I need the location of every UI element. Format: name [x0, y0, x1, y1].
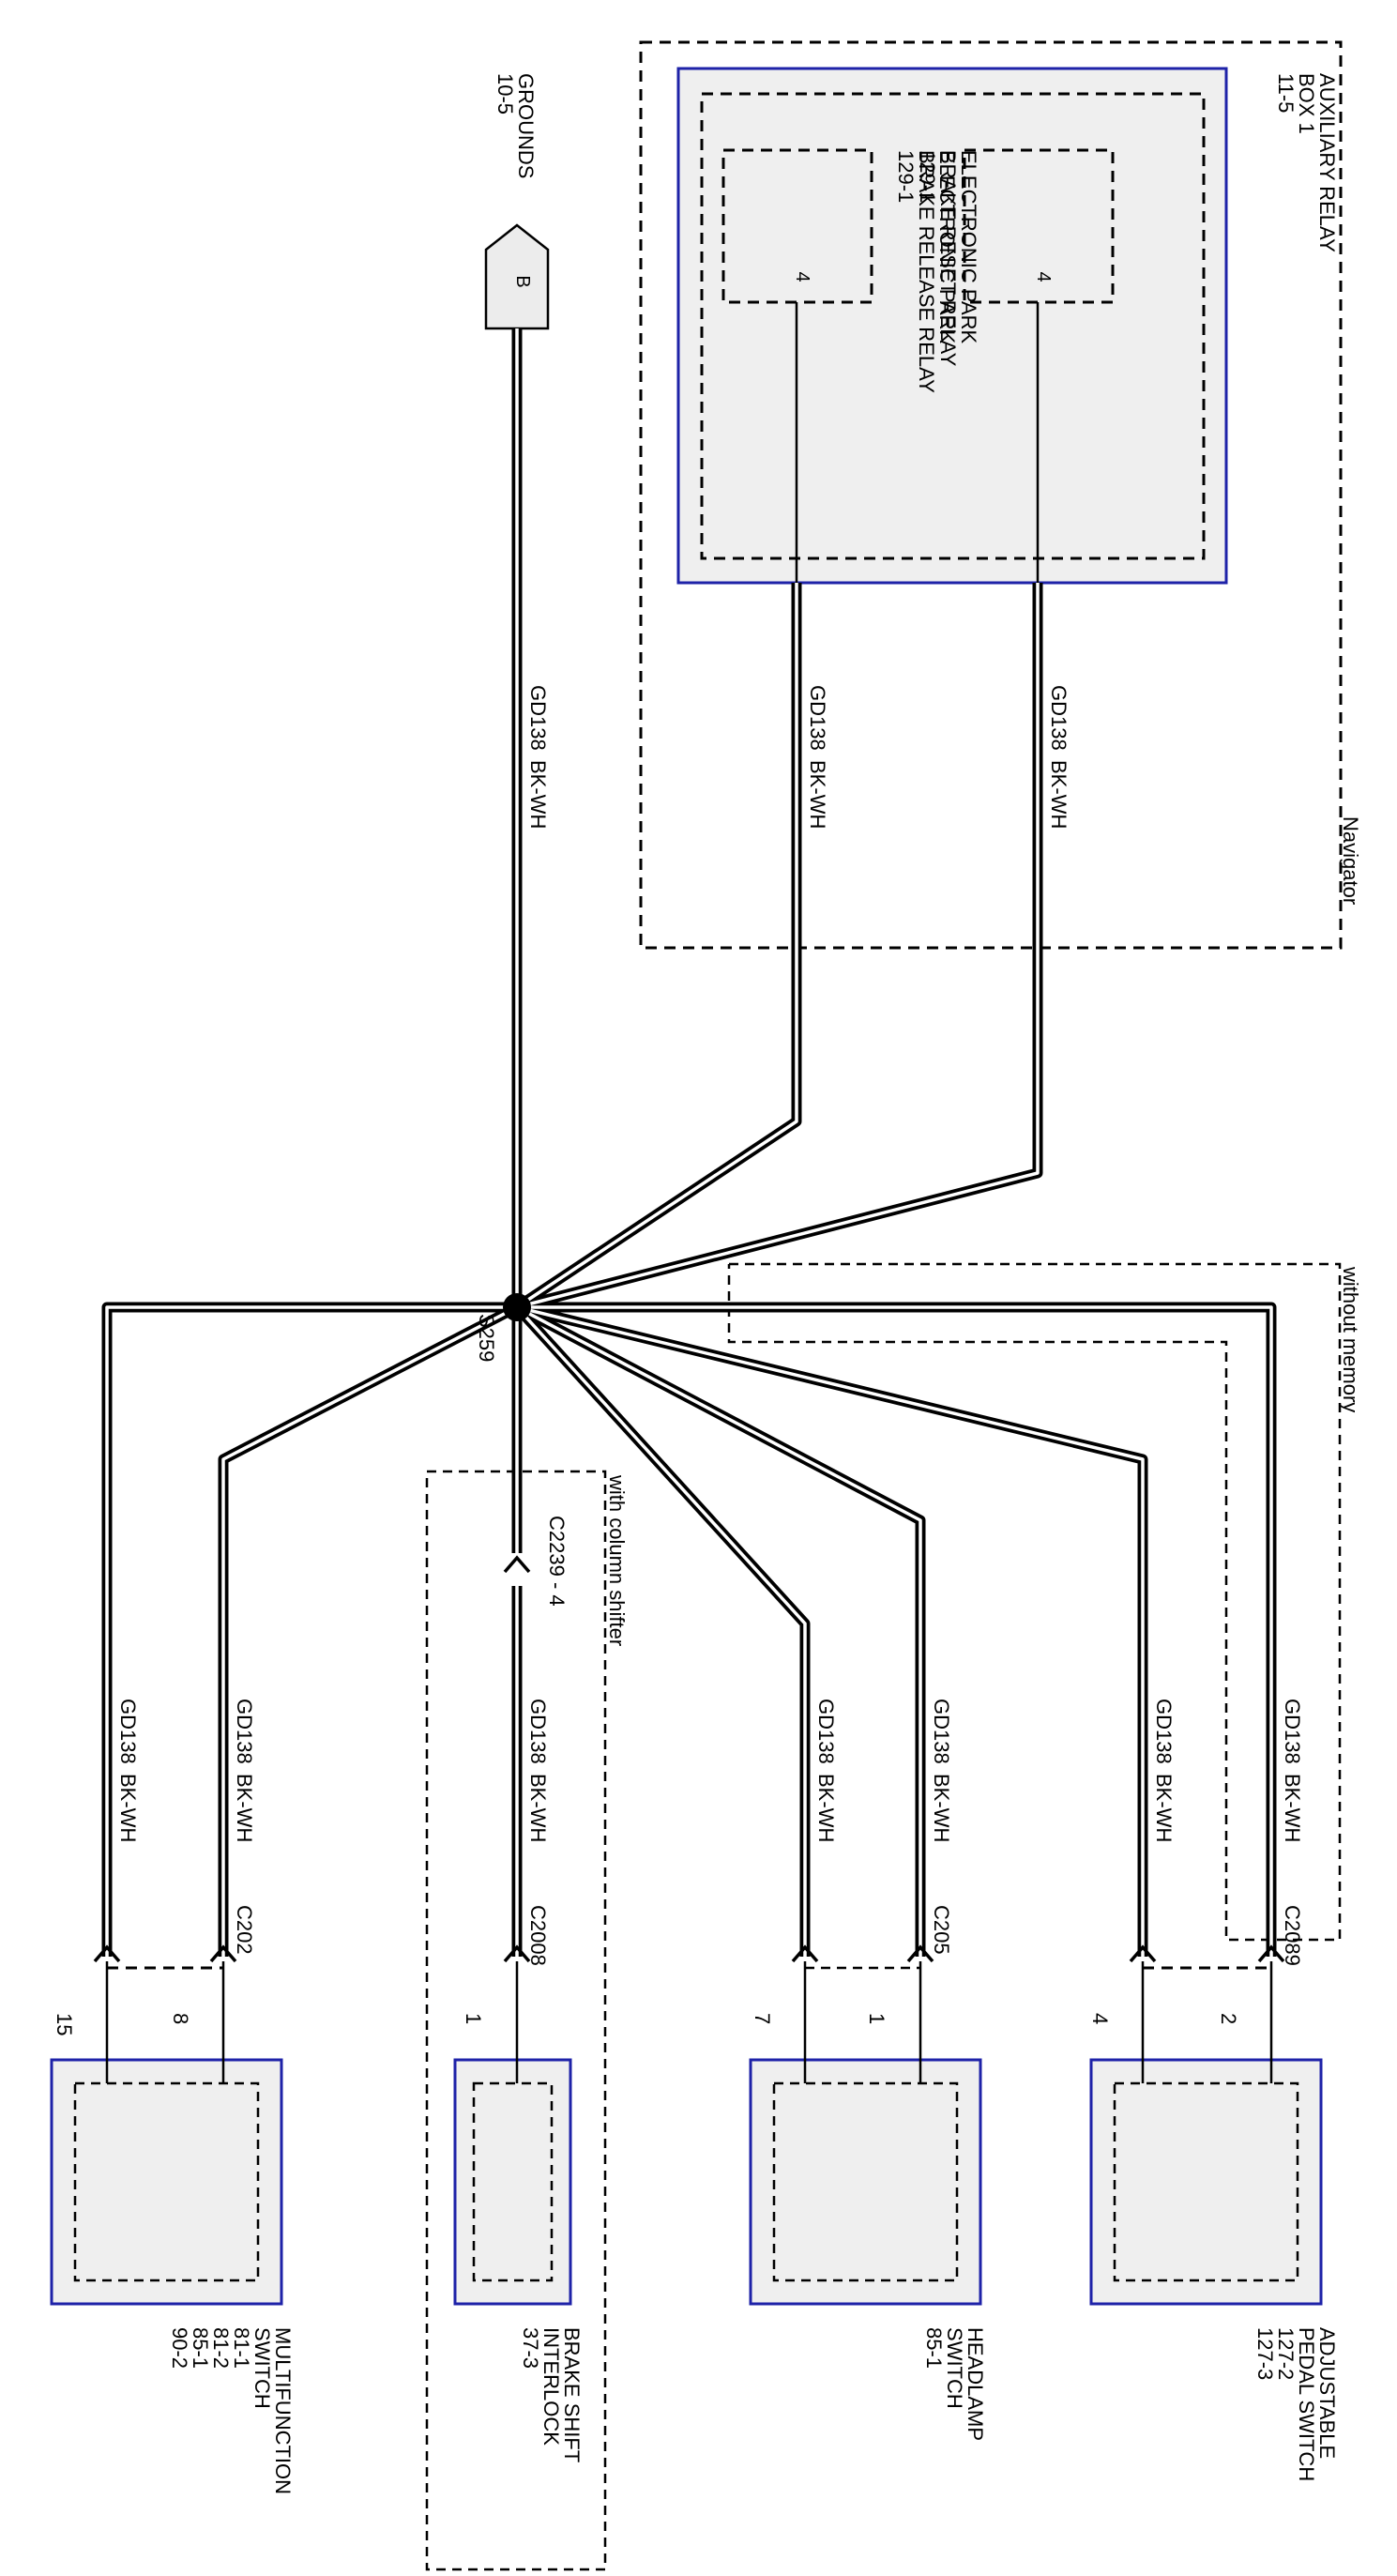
- connector-c205-label: C205: [930, 1905, 953, 1955]
- reset-relay-label: ELECTRONIC PARK BRAKE RESET RELAY 129-1: [916, 150, 980, 367]
- navigator-region: [639, 40, 1343, 950]
- svg-text:129-1: 129-1: [916, 150, 939, 203]
- svg-text:BK-WH: BK-WH: [1281, 1774, 1304, 1842]
- svg-text:BOX 1: BOX 1: [1295, 73, 1318, 134]
- svg-text:10-5: 10-5: [494, 73, 517, 114]
- svg-text:127-3: 127-3: [1253, 2327, 1277, 2380]
- splice-s259[interactable]: [503, 1293, 531, 1321]
- grounds-label: GROUNDS 10-5: [494, 73, 538, 178]
- svg-text:GD138: GD138: [526, 1699, 550, 1764]
- ground-terminal-letter: B: [512, 275, 533, 287]
- svg-text:AUXILIARY RELAY: AUXILIARY RELAY: [1315, 73, 1339, 252]
- svg-text:MULTIFUNCTION: MULTIFUNCTION: [271, 2327, 295, 2494]
- svg-text:37-3: 37-3: [519, 2327, 542, 2369]
- connector-c202-label: C202: [233, 1905, 256, 1955]
- svg-text:81-1: 81-1: [230, 2327, 253, 2369]
- svg-text:129-1: 129-1: [894, 150, 918, 203]
- svg-text:ADJUSTABLE: ADJUSTABLE: [1315, 2327, 1339, 2459]
- svg-text:SWITCH: SWITCH: [943, 2327, 966, 2409]
- svg-text:BK-WH: BK-WH: [116, 1774, 140, 1842]
- svg-text:85-1: 85-1: [922, 2327, 946, 2369]
- multifunction-switch[interactable]: [50, 2058, 283, 2306]
- svg-text:PEDAL SWITCH: PEDAL SWITCH: [1295, 2327, 1318, 2481]
- multifunction-switch-inner: [73, 2081, 260, 2282]
- svg-text:INTERLOCK: INTERLOCK: [539, 2327, 563, 2446]
- svg-text:GROUNDS: GROUNDS: [514, 73, 538, 178]
- svg-text:90-2: 90-2: [168, 2327, 191, 2369]
- svg-text:HEADLAMP: HEADLAMP: [964, 2327, 987, 2441]
- without-memory-region: [727, 1262, 1342, 1942]
- without-memory-label: without memory: [1339, 1266, 1362, 1412]
- c2089-pin-a: 2: [1217, 2013, 1240, 2024]
- inline-connector-label: C2239 - 4: [545, 1516, 569, 1607]
- svg-text:GD138: GD138: [1047, 685, 1071, 751]
- c205-pin-b: 7: [751, 2013, 774, 2024]
- brake-shift-interlock-inner: [472, 2081, 554, 2282]
- auxiliary-relay-box[interactable]: [676, 67, 1228, 585]
- relay-box-inner-boundary: [700, 92, 1206, 560]
- svg-text:11-5: 11-5: [1274, 73, 1298, 113]
- svg-text:BK-WH: BK-WH: [1152, 1774, 1176, 1842]
- svg-text:GD138: GD138: [526, 685, 550, 751]
- svg-text:BRAKE SHIFT: BRAKE SHIFT: [560, 2327, 584, 2462]
- adjustable-pedal-switch-inner: [1113, 2081, 1299, 2282]
- svg-text:BK-WH: BK-WH: [526, 1774, 550, 1842]
- brake-shift-interlock-label: BRAKE SHIFT INTERLOCK 37-3: [519, 2327, 584, 2462]
- svg-text:BK-WH: BK-WH: [814, 1774, 838, 1842]
- navigator-condition-label: Navigator: [1339, 816, 1362, 905]
- svg-text:SWITCH: SWITCH: [251, 2327, 274, 2409]
- headlamp-switch[interactable]: [749, 2058, 982, 2306]
- svg-text:BK-WH: BK-WH: [930, 1774, 953, 1842]
- brake-shift-interlock[interactable]: [453, 2058, 572, 2306]
- c2008-pin-a: 1: [462, 2013, 485, 2024]
- column-shifter-label: with column shifter: [605, 1474, 629, 1646]
- svg-text:GD138: GD138: [814, 1699, 838, 1764]
- connector-c2089-label: C2089: [1281, 1905, 1304, 1966]
- connector-c2008-label: C2008: [526, 1905, 550, 1966]
- reset-relay-pin: 4: [1033, 271, 1054, 282]
- svg-text:85-1: 85-1: [189, 2327, 212, 2369]
- adjustable-pedal-switch-label: ADJUSTABLE PEDAL SWITCH 127-2 127-3: [1253, 2327, 1339, 2481]
- inline-connector-c2239[interactable]: [503, 1555, 531, 1574]
- multifunction-switch-label: MULTIFUNCTION SWITCH 81-1 81-2 85-1 90-2: [168, 2327, 295, 2494]
- svg-text:GD138: GD138: [1281, 1699, 1304, 1764]
- c2089-pin-b: 4: [1088, 2013, 1112, 2024]
- adjustable-pedal-switch[interactable]: [1089, 2058, 1323, 2306]
- svg-text:BK-WH: BK-WH: [526, 760, 550, 829]
- wire-harness: [101, 328, 1277, 1957]
- release-relay-pin: 4: [792, 271, 812, 282]
- svg-text:BRAKE RESET RELAY: BRAKE RESET RELAY: [936, 150, 960, 367]
- svg-text:BK-WH: BK-WH: [1047, 760, 1071, 829]
- release-relay-label: ELECTRONIC PARK BRAKE RELEASE RELAY 129-…: [894, 150, 959, 393]
- c202-pin-a: 8: [169, 2013, 192, 2024]
- svg-text:BK-WH: BK-WH: [806, 760, 829, 829]
- svg-text:GD138: GD138: [116, 1699, 140, 1764]
- svg-text:ELECTRONIC PARK: ELECTRONIC PARK: [935, 150, 959, 344]
- svg-text:BRAKE RELEASE RELAY: BRAKE RELEASE RELAY: [915, 150, 938, 393]
- splice-label: S259: [475, 1314, 498, 1362]
- svg-text:GD138: GD138: [806, 685, 829, 751]
- svg-text:GD138: GD138: [1152, 1699, 1176, 1764]
- auxiliary-relay-box-label: AUXILIARY RELAY BOX 1 11-5: [1274, 73, 1339, 252]
- svg-text:GD138: GD138: [930, 1699, 953, 1764]
- headlamp-switch-label: HEADLAMP SWITCH 85-1: [922, 2327, 987, 2441]
- svg-text:127-2: 127-2: [1274, 2327, 1298, 2380]
- c205-pin-a: 1: [865, 2013, 888, 2024]
- svg-text:BK-WH: BK-WH: [233, 1774, 256, 1842]
- c202-pin-b: 15: [53, 2013, 76, 2035]
- svg-text:81-2: 81-2: [209, 2327, 233, 2369]
- headlamp-switch-inner: [772, 2081, 959, 2282]
- svg-text:ELECTRONIC PARK: ELECTRONIC PARK: [957, 150, 980, 344]
- svg-text:GD138: GD138: [233, 1699, 256, 1764]
